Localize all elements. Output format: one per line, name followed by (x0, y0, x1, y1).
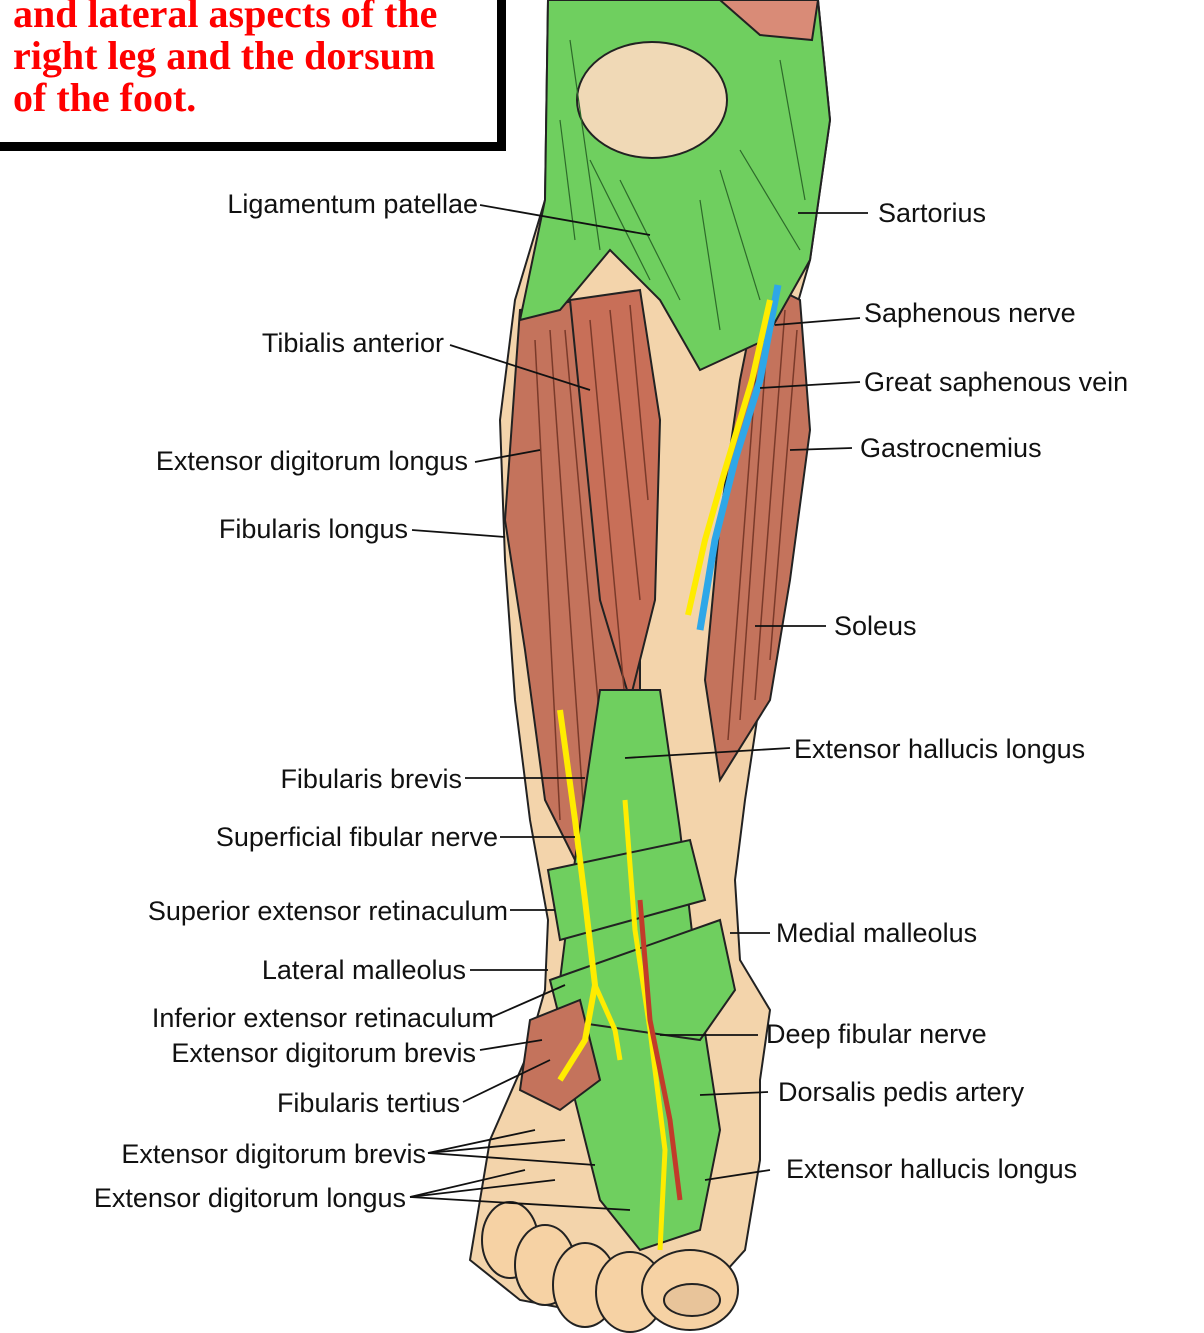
label-tibialis-anterior: Tibialis anterior (262, 328, 444, 358)
label-fibularis-tertius: Fibularis tertius (277, 1088, 460, 1118)
label-extensor-digitorum-brevis: Extensor digitorum brevis (171, 1038, 476, 1068)
right-labels: Sartorius Saphenous nerve Great saphenou… (766, 198, 1128, 1184)
label-soleus: Soleus (834, 611, 917, 641)
patella (577, 42, 727, 158)
label-dorsalis-pedis-artery: Dorsalis pedis artery (778, 1077, 1025, 1107)
label-fibularis-longus: Fibularis longus (219, 514, 408, 544)
label-medial-malleolus: Medial malleolus (776, 918, 977, 948)
label-extensor-digitorum-brevis-2: Extensor digitorum brevis (121, 1139, 426, 1169)
label-lateral-malleolus: Lateral malleolus (262, 955, 466, 985)
label-inferior-extensor-retinaculum: Inferior extensor retinaculum (152, 1003, 494, 1033)
label-ligamentum-patellae: Ligamentum patellae (227, 189, 478, 219)
label-superficial-fibular-nerve: Superficial fibular nerve (216, 822, 498, 852)
label-great-saphenous-vein: Great saphenous vein (864, 367, 1128, 397)
caption-text: and lateral aspects of the right leg and… (13, 0, 483, 119)
label-sartorius: Sartorius (878, 198, 986, 228)
caption-box: and lateral aspects of the right leg and… (0, 0, 500, 145)
label-superior-extensor-retinaculum: Superior extensor retinaculum (148, 896, 508, 926)
label-extensor-hallucis-longus: Extensor hallucis longus (794, 734, 1085, 764)
left-labels: Ligamentum patellae Tibialis anterior Ex… (94, 189, 508, 1213)
label-extensor-hallucis-longus-2: Extensor hallucis longus (786, 1154, 1077, 1184)
label-deep-fibular-nerve: Deep fibular nerve (766, 1019, 987, 1049)
label-extensor-digitorum-longus: Extensor digitorum longus (156, 446, 468, 476)
label-gastrocnemius: Gastrocnemius (860, 433, 1042, 463)
label-extensor-digitorum-longus-2: Extensor digitorum longus (94, 1183, 406, 1213)
label-fibularis-brevis: Fibularis brevis (280, 764, 462, 794)
label-saphenous-nerve: Saphenous nerve (864, 298, 1076, 328)
